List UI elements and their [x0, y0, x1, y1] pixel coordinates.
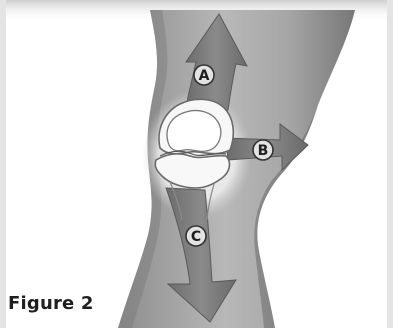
figure-caption: Figure 2 [8, 293, 94, 314]
label-c-badge: C [186, 226, 206, 246]
figure-left-border [0, 0, 6, 328]
label-c-text: C [191, 229, 201, 245]
label-a-text: A [199, 68, 210, 84]
label-a-badge: A [194, 65, 214, 85]
figure-right-border [387, 0, 393, 328]
label-b-text: B [258, 143, 269, 159]
label-b-badge: B [253, 140, 273, 160]
